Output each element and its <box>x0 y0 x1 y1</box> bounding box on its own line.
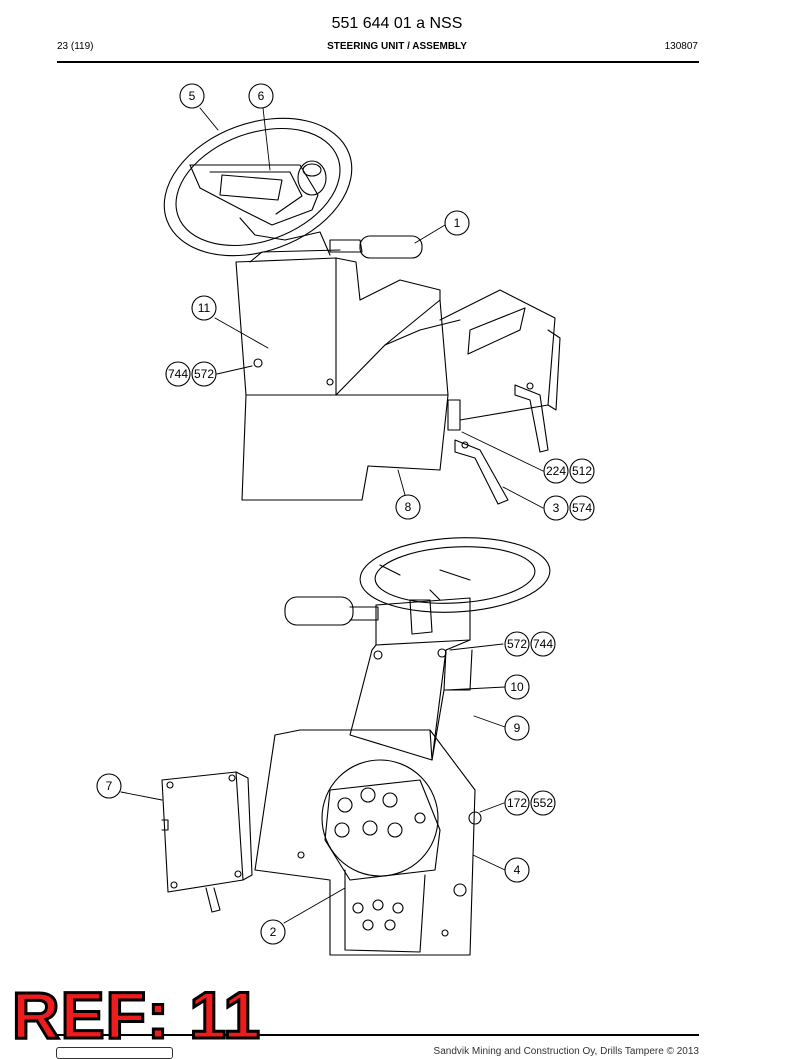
slide-plate <box>439 289 556 421</box>
callout-9: 9 <box>514 721 521 735</box>
callout-bubbles: 5 6 1 11 744 572 224 512 8 3 574 572 744… <box>96 83 595 945</box>
clamp-lever-b <box>454 439 509 505</box>
callout-1: 1 <box>454 216 461 230</box>
leader-lines <box>120 107 544 924</box>
callout-6: 6 <box>258 89 265 103</box>
callout-2: 2 <box>270 925 277 939</box>
header-divider <box>57 61 699 63</box>
callout-7: 7 <box>106 779 113 793</box>
spinner-knob <box>297 160 327 196</box>
plate-stud <box>447 399 461 431</box>
callout-11: 11 <box>198 301 211 315</box>
lever-shaft <box>329 239 363 253</box>
upper-assembly <box>163 117 561 505</box>
lever-grip-lower <box>284 596 354 626</box>
mounting-bracket-lower <box>254 729 476 956</box>
steering-valve <box>324 779 441 881</box>
callout-744-lower: 744 <box>533 637 553 651</box>
callout-10: 10 <box>510 680 524 694</box>
lower-assembly <box>161 537 551 956</box>
valve-opening <box>321 759 439 877</box>
callout-3: 3 <box>553 501 560 515</box>
footer-divider <box>57 1034 699 1036</box>
column-housing-lower <box>349 639 471 761</box>
callout-744-upper: 744 <box>168 367 188 381</box>
callout-572-lower: 572 <box>507 637 527 651</box>
document-code: 130807 <box>664 41 698 52</box>
column-housing <box>235 257 337 396</box>
steering-wheel-lower <box>359 537 551 613</box>
callout-224: 224 <box>546 464 566 478</box>
lever-grip <box>359 235 423 259</box>
footer-copyright: Sandvik Mining and Construction Oy, Dril… <box>433 1046 699 1057</box>
mounting-bracket-upper <box>241 394 449 501</box>
clamp-lever-a <box>514 384 549 453</box>
callout-172: 172 <box>507 796 527 810</box>
orbital-unit <box>344 869 426 953</box>
steering-wheel-inner <box>175 127 341 247</box>
callout-552: 552 <box>533 796 553 810</box>
steering-wheel-upper <box>163 117 353 257</box>
ref-stamp: REF: 11 <box>10 978 262 1052</box>
callout-8: 8 <box>405 500 412 514</box>
callout-574: 574 <box>572 501 592 515</box>
page-number: 23 (119) <box>57 41 94 52</box>
callout-4: 4 <box>514 863 521 877</box>
callout-572-upper: 572 <box>194 367 214 381</box>
callout-512: 512 <box>572 464 592 478</box>
document-number: 551 644 01 a NSS <box>331 15 463 32</box>
cover-plate <box>161 771 244 893</box>
section-title: STEERING UNIT / ASSEMBLY <box>327 41 467 52</box>
callout-5: 5 <box>189 89 196 103</box>
